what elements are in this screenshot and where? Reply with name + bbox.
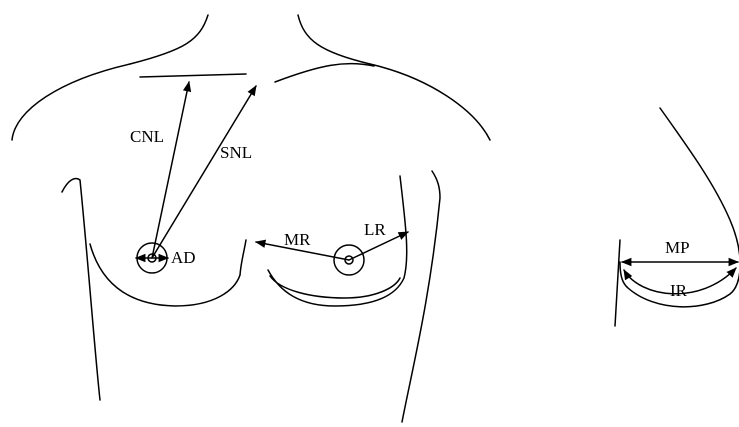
arm-right (402, 171, 440, 422)
breast-left-contour (90, 244, 240, 306)
cnl-arrow (152, 82, 189, 258)
label-lr: LR (364, 220, 386, 239)
label-mp: MP (665, 238, 690, 257)
clavicle-right (275, 64, 374, 82)
arm-left (62, 179, 100, 401)
clavicle-left (140, 74, 246, 77)
label-mr: MR (284, 230, 311, 249)
shoulder-right (370, 64, 490, 140)
label-ad: AD (171, 248, 196, 267)
sternum-notch-left (240, 240, 246, 275)
label-cnl: CNL (130, 127, 164, 146)
neck-left (130, 15, 208, 64)
side-chest-line (615, 240, 620, 326)
side-breast-contour (620, 108, 739, 307)
label-snl: SNL (220, 143, 252, 162)
label-ir: IR (670, 281, 688, 300)
front-torso-outline (12, 15, 490, 422)
snl-arrow (152, 86, 256, 258)
shoulder-left (12, 64, 130, 140)
neck-right (298, 15, 370, 64)
